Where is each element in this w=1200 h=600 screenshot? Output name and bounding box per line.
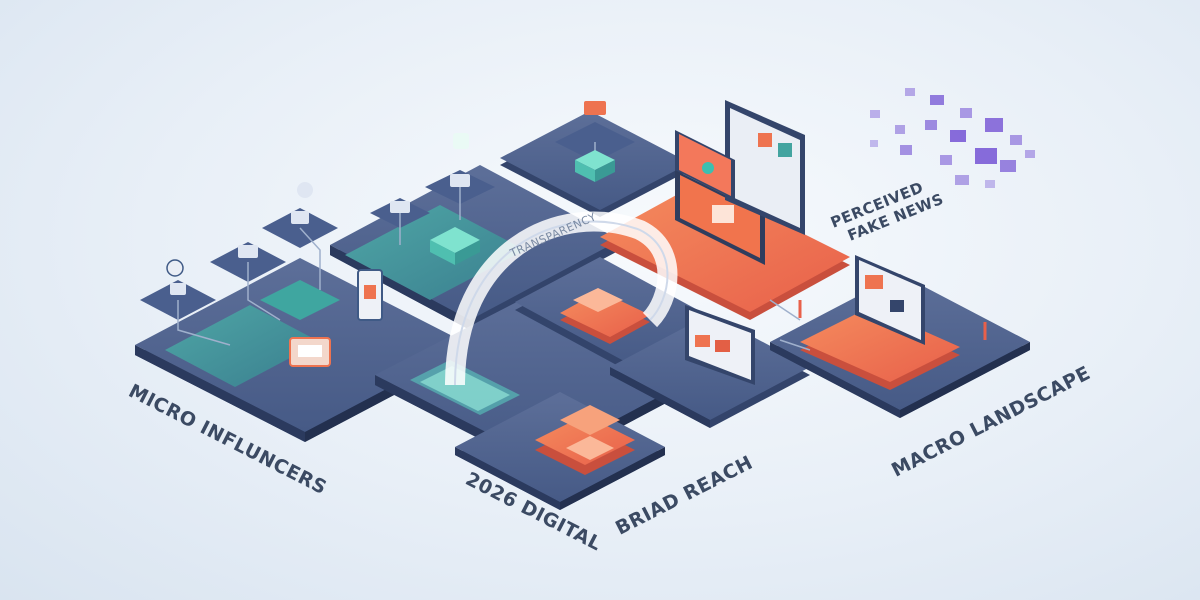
monitor-back — [725, 100, 805, 235]
monitor-macro — [855, 255, 925, 345]
orange-platform-macro — [800, 307, 960, 390]
phone-device — [357, 269, 383, 321]
orange-platform-top-right — [600, 182, 850, 320]
platform-bottom-right — [610, 314, 810, 428]
link-icon — [291, 211, 309, 224]
red-flag-markers — [798, 300, 987, 340]
location-icon — [166, 259, 184, 277]
currency-icon — [453, 133, 469, 149]
monitor-large — [675, 170, 765, 265]
monitor-icon — [390, 201, 410, 213]
grid-icon — [238, 245, 258, 258]
purple-pixel-cloud — [870, 88, 1035, 188]
alert-icon — [584, 101, 606, 115]
mint-cubes — [430, 150, 615, 265]
id-card-device — [289, 337, 331, 367]
chart-icon — [450, 174, 470, 187]
glow-base — [410, 360, 520, 415]
monitor-mid — [675, 130, 735, 200]
teal-tile-left — [165, 305, 320, 387]
user-icon — [170, 283, 186, 295]
orange-cubes — [566, 288, 623, 460]
tile-icons — [166, 101, 606, 295]
transparency-arch — [445, 211, 678, 386]
monitor-bottom-right — [685, 305, 755, 385]
pin-icon — [297, 182, 313, 198]
